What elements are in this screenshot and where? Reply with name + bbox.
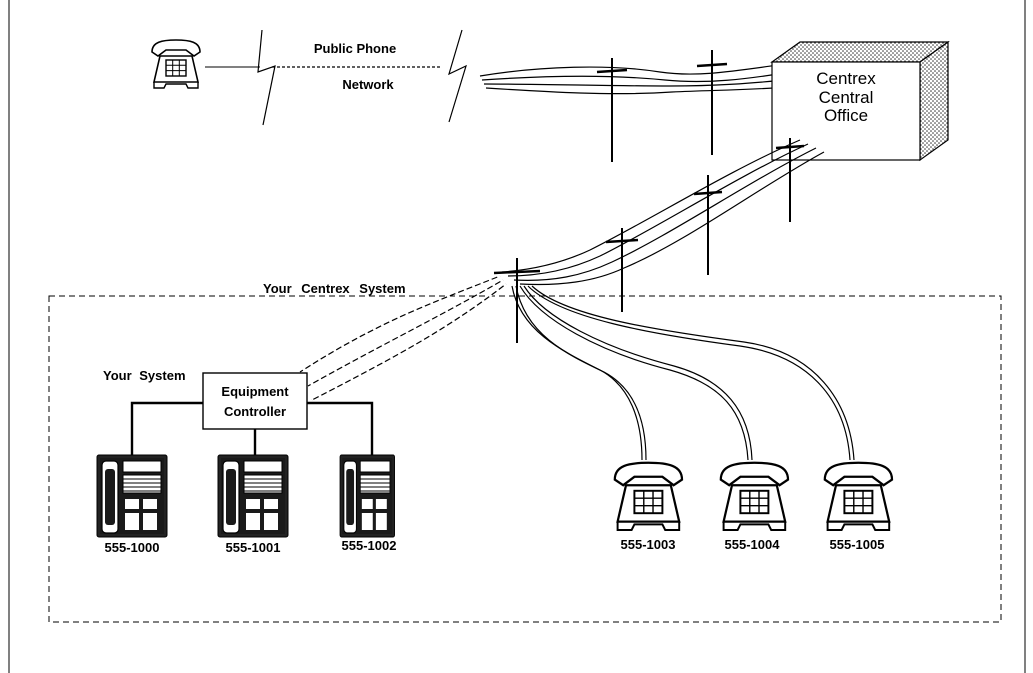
trunk-cables-to-controller — [299, 274, 507, 402]
central-office-label-line1: Centrex — [816, 69, 876, 88]
extension-label: 555-1002 — [342, 538, 397, 553]
public-phone-label: Public Phone — [314, 41, 396, 56]
central-office-label-line2: Central — [819, 88, 874, 107]
cables-to-single-phones — [511, 285, 855, 461]
remote-telephone-icon — [151, 39, 201, 89]
desk-telephone-icon — [613, 461, 684, 532]
your-centrex-system-label: Your Centrex System — [263, 281, 406, 296]
central-office-building-icon — [770, 40, 950, 162]
multiline-telephone-icon — [339, 454, 396, 538]
extension-label: 555-1004 — [725, 537, 781, 552]
equipment-controller-box — [202, 372, 308, 430]
extension-label: 555-1003 — [621, 537, 676, 552]
utility-pole-icon — [493, 258, 541, 343]
equipment-controller-label-line2: Controller — [224, 404, 286, 419]
equipment-controller-label-line1: Equipment — [221, 384, 289, 399]
network-label: Network — [342, 77, 394, 92]
utility-pole-icon — [605, 228, 639, 312]
lightning-bolt-icon — [257, 29, 276, 126]
multiline-telephone-icon — [96, 454, 168, 538]
extension-label: 555-1001 — [226, 540, 281, 555]
local-cable-bundle — [501, 139, 825, 286]
desk-telephone-icon — [823, 461, 894, 532]
utility-pole-icon — [775, 138, 805, 222]
desk-telephone-icon — [719, 461, 790, 532]
central-office-label-line3: Office — [824, 106, 868, 125]
lightning-bolt-icon — [448, 29, 467, 123]
utility-pole-icon — [693, 175, 723, 275]
your-system-label: Your System — [103, 368, 186, 383]
utility-pole-icon — [596, 58, 628, 162]
utility-pole-icon — [696, 50, 728, 155]
controller-wiring — [130, 401, 374, 455]
top-cable-bundle — [479, 61, 807, 95]
centrex-system-boundary — [48, 295, 1002, 623]
extension-label: 555-1005 — [830, 537, 885, 552]
multiline-telephone-icon — [217, 454, 289, 538]
extension-label: 555-1000 — [105, 540, 160, 555]
